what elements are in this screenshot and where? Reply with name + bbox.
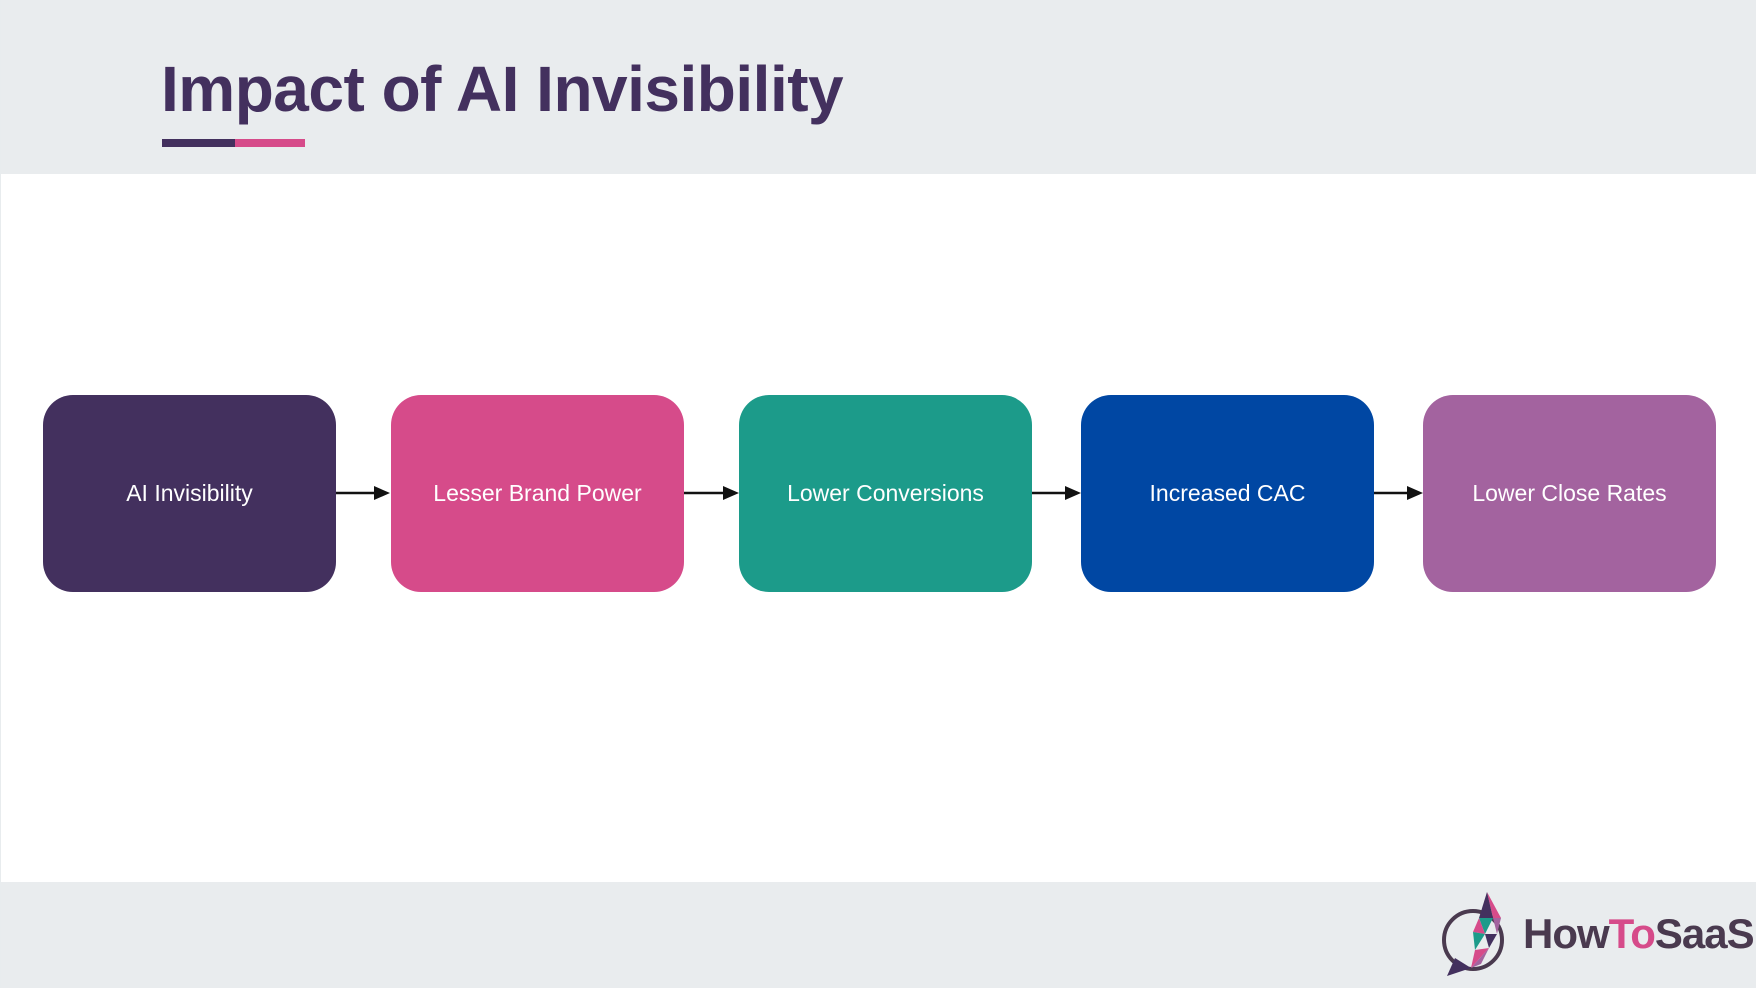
flow-step-lesser-brand-power: Lesser Brand Power <box>391 395 684 592</box>
flow-step-label: Lesser Brand Power <box>433 480 642 506</box>
page-title: Impact of AI Invisibility <box>161 53 844 125</box>
title-underline-dark <box>162 139 235 147</box>
arrow-right-icon <box>336 486 390 500</box>
howtosaas-logo: HowToSaaS <box>1435 888 1755 980</box>
flow-step-label: AI Invisibility <box>126 480 253 506</box>
flow-step-increased-cac: Increased CAC <box>1081 395 1374 592</box>
logo-text-saas: SaaS <box>1654 910 1755 957</box>
flow-step-label: Lower Conversions <box>787 480 984 506</box>
header-band: Impact of AI Invisibility <box>1 0 1756 174</box>
arrow-right-icon <box>684 486 739 500</box>
arrow-right-icon <box>1374 486 1423 500</box>
arrow-right-icon <box>1032 486 1081 500</box>
flow-step-label: Lower Close Rates <box>1472 480 1667 506</box>
flow-step-lower-conversions: Lower Conversions <box>739 395 1032 592</box>
flow-step-ai-invisibility: AI Invisibility <box>43 395 336 592</box>
title-underline-pink <box>235 139 305 147</box>
flow-step-lower-close-rates: Lower Close Rates <box>1423 395 1716 592</box>
logo-text-how: How <box>1523 910 1610 957</box>
logo-text-to: To <box>1608 910 1656 957</box>
logo-wordmark: HowToSaaS <box>1523 910 1755 958</box>
rocket-logo-icon <box>1442 892 1504 976</box>
flow-step-label: Increased CAC <box>1149 480 1306 506</box>
